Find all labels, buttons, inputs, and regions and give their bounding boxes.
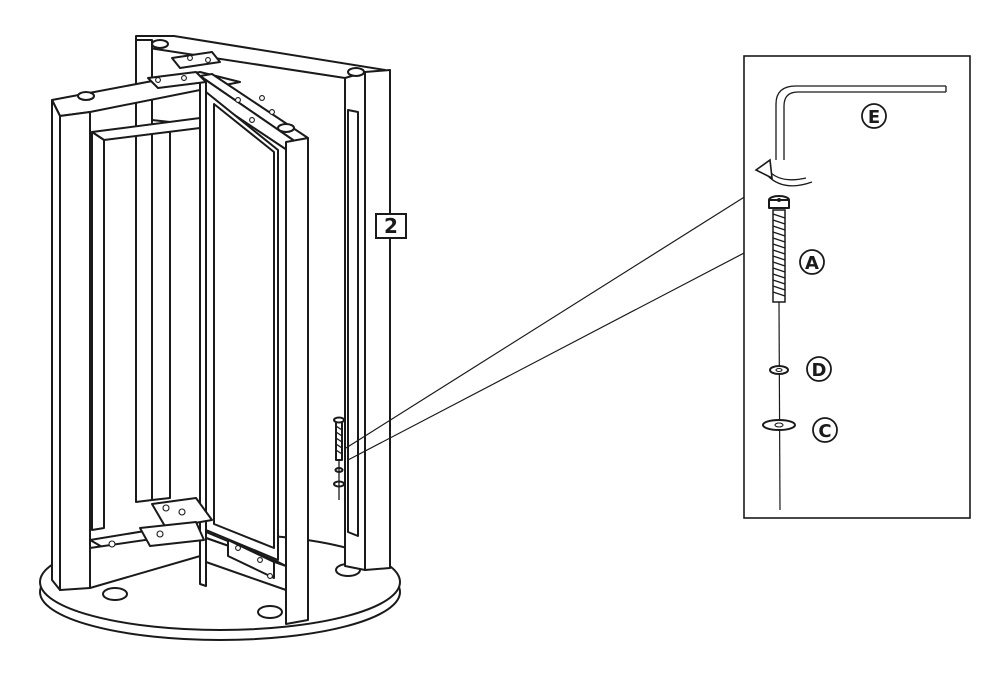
- assembly-axis: [778, 301, 781, 511]
- flat-washer-part: [762, 419, 796, 431]
- callout-lines: [345, 195, 747, 461]
- back-frame: [135, 35, 391, 571]
- part-label-a: A: [799, 249, 825, 275]
- step-badge: 2: [375, 213, 407, 239]
- spring-washer-part: [769, 365, 789, 375]
- left-frame: [51, 71, 241, 591]
- svg-text:C: C: [818, 421, 831, 442]
- front-frame: [199, 73, 309, 625]
- svg-text:D: D: [812, 360, 827, 381]
- part-label-c: C: [812, 417, 838, 443]
- bottom-cross-bracket: [108, 497, 275, 579]
- step-number: 2: [384, 214, 398, 238]
- hex-key-part: [754, 85, 947, 187]
- top-cross-bracket: [147, 51, 275, 123]
- detail-inset: E A D C: [743, 55, 971, 519]
- part-label-d: D: [806, 356, 832, 382]
- frame-bolt-small: [333, 416, 345, 500]
- bolt-part: [768, 195, 790, 303]
- svg-text:E: E: [868, 107, 880, 128]
- part-label-e: E: [861, 103, 887, 129]
- svg-text:A: A: [805, 253, 819, 274]
